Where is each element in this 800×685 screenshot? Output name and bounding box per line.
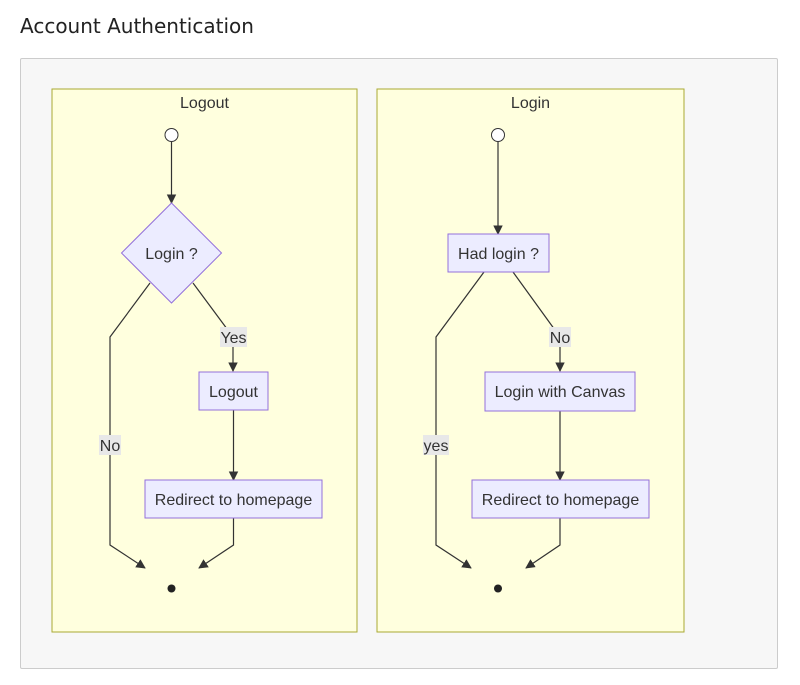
cluster-logout-box — [51, 88, 358, 633]
cluster-login: Login Had login ? No yes Login with Canv… — [376, 88, 685, 633]
login-end-node — [494, 584, 502, 593]
login-edge-label-no: No — [550, 330, 571, 347]
login-redirect-node — [471, 479, 650, 519]
login-decision-node — [447, 233, 550, 273]
login-redirect-label: Redirect to homepage — [482, 492, 640, 509]
cluster-login-box — [376, 88, 685, 633]
cluster-login-title: Login — [511, 95, 550, 112]
edge-login-redirect-end — [525, 518, 561, 569]
logout-start-node — [164, 128, 179, 142]
logout-redirect-node — [144, 479, 323, 519]
login-action-node — [484, 371, 636, 412]
cluster-logout-title: Logout — [180, 95, 229, 112]
login-action-label: Login with Canvas — [495, 384, 626, 401]
logout-yes-label-bg — [220, 327, 247, 347]
login-start-node — [491, 128, 505, 142]
logout-action-node — [198, 371, 269, 411]
login-decision-label: Had login ? — [458, 246, 539, 263]
logout-decision-node — [120, 202, 223, 304]
edge-logout-redirect-end — [198, 518, 235, 569]
logout-decision-label: Login ? — [145, 246, 198, 263]
logout-edge-label-no: No — [100, 438, 121, 455]
logout-action-label: Logout — [209, 384, 258, 401]
logout-end-node — [167, 584, 176, 593]
logout-edge-label-yes: Yes — [220, 330, 246, 347]
login-yes-label-bg — [423, 435, 449, 455]
login-no-label-bg — [549, 327, 571, 347]
logout-redirect-label: Redirect to homepage — [155, 492, 313, 509]
login-edge-label-yes: yes — [424, 438, 449, 455]
logout-no-label-bg — [99, 435, 121, 455]
cluster-logout: Logout Login ? Yes No Logout Redirect to… — [51, 88, 358, 633]
page-title: Account Authentication — [20, 14, 254, 38]
